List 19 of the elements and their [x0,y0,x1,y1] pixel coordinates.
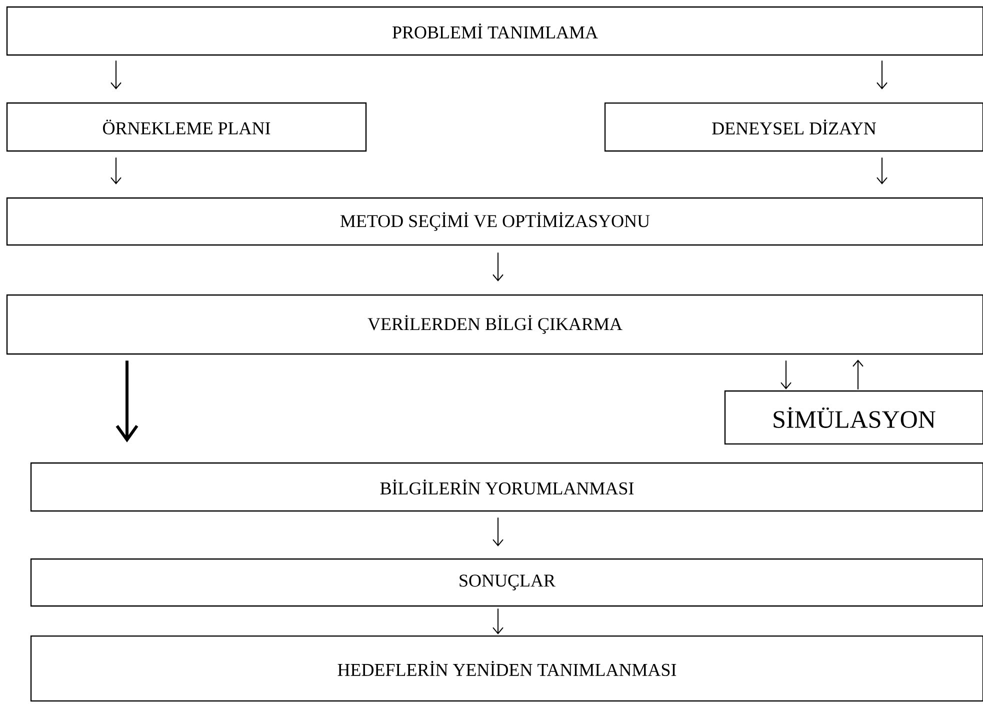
process-box: ÖRNEKLEME PLANI [6,102,367,152]
process-box: PROBLEMİ TANIMLAMA [6,6,983,56]
arrow [852,360,864,390]
process-box: VERİLERDEN BİLGİ ÇIKARMA [6,294,983,355]
arrow [876,157,888,184]
process-box: HEDEFLERİN YENİDEN TANIMLANMASI [30,635,983,702]
process-box: BİLGİLERİN YORUMLANMASI [30,462,983,512]
arrow [110,60,122,90]
arrow [116,360,138,442]
process-box: METOD SEÇİMİ VE OPTİMİZASYONU [6,197,983,246]
process-box: DENEYSEL DİZAYN [604,102,983,152]
arrow [492,608,504,634]
arrow [876,60,888,90]
arrow [780,360,792,390]
arrow [492,517,504,546]
arrow [110,157,122,184]
arrow [492,252,504,282]
process-box: SİMÜLASYON [724,390,983,445]
process-box: SONUÇLAR [30,558,983,607]
